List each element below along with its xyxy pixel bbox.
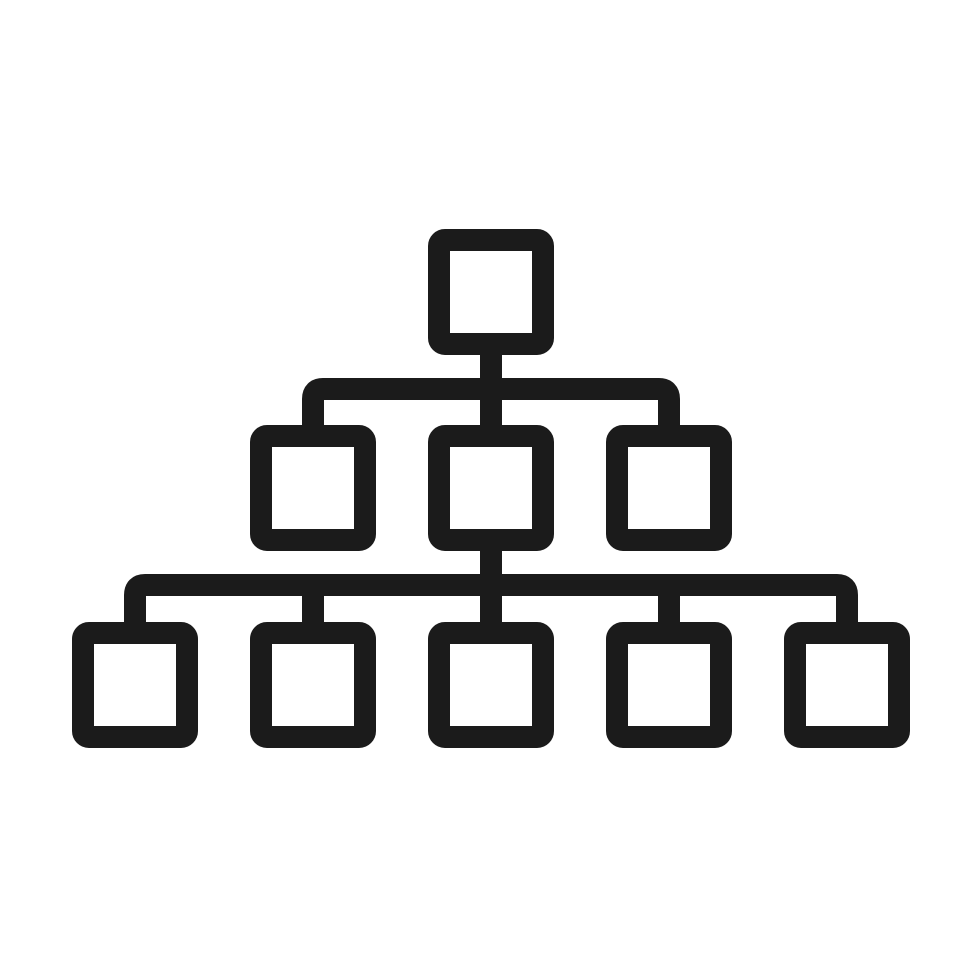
connector-lines	[124, 344, 858, 633]
node-box-level-2	[250, 425, 376, 551]
node-box-level-3	[428, 622, 554, 748]
node-box-level-2	[428, 425, 554, 551]
node-box-level-3	[606, 622, 732, 748]
node-box-level-3	[784, 622, 910, 748]
node-boxes	[72, 229, 910, 748]
node-box-level-1	[428, 229, 554, 355]
node-box-level-3	[72, 622, 198, 748]
node-box-level-2	[606, 425, 732, 551]
node-box-level-3	[250, 622, 376, 748]
